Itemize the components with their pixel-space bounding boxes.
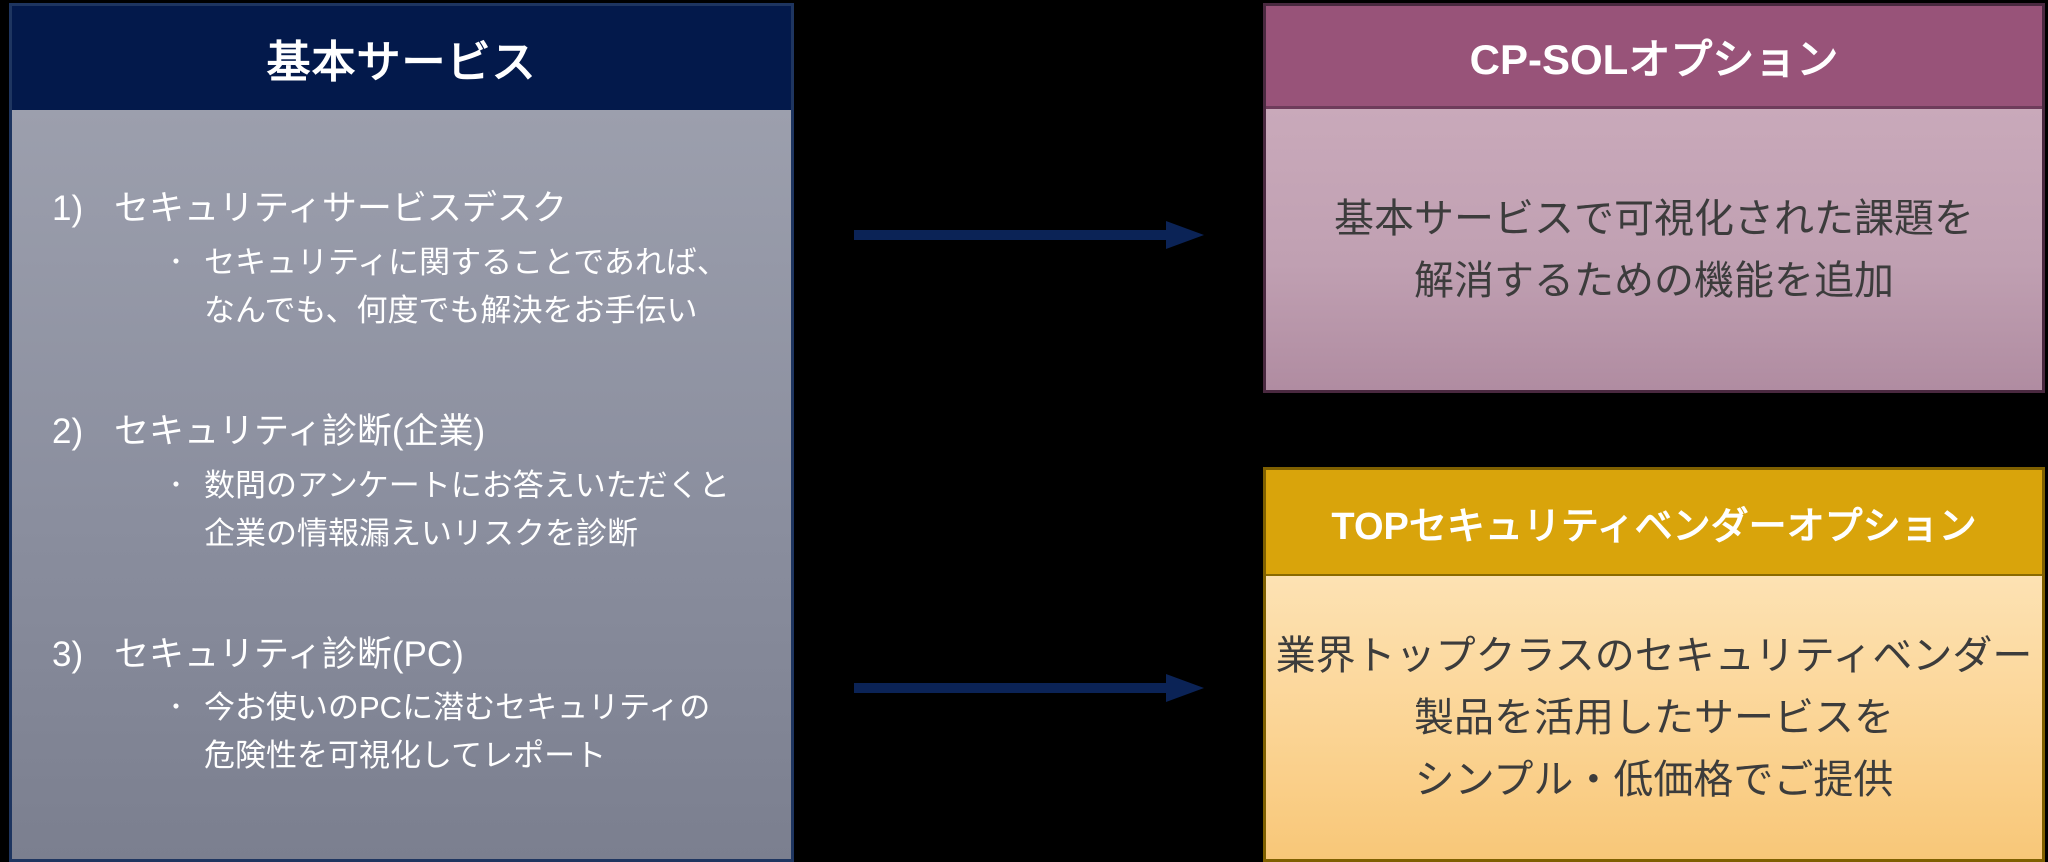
service-item-number: 3) xyxy=(52,634,84,674)
service-item-3: 3) セキュリティ診断(PC) ・ 今お使いのPCに潜むセキュリティの 危険性を可… xyxy=(52,630,767,781)
service-item-bullet-text: セキュリティに関することであれば、 なんでも、何度でも解決をお手伝い xyxy=(204,244,728,328)
service-item-2: 2) セキュリティ診断(企業) ・ 数問のアンケートにお答えいただくと 企業の情報… xyxy=(52,407,767,558)
service-item-bullet: ・ セキュリティに関することであれば、 なんでも、何度でも解決をお手伝い xyxy=(164,239,767,335)
bullet-marker: ・ xyxy=(164,248,188,276)
cp-sol-option-box: CP-SOLオプション 基本サービスで可視化された課題を 解消するための機能を追… xyxy=(1263,3,2045,393)
service-item-number: 2) xyxy=(52,411,84,451)
service-item-bullet: ・ 数問のアンケートにお答えいただくと 企業の情報漏えいリスクを診断 xyxy=(164,462,767,558)
service-item-title: 3) セキュリティ診断(PC) xyxy=(52,630,767,681)
service-item-title: 2) セキュリティ診断(企業) xyxy=(52,407,767,458)
basic-services-header: 基本サービス xyxy=(12,6,791,110)
top-vendor-option-box: TOPセキュリティベンダーオプション 業界トップクラスのセキュリティベンダー 製… xyxy=(1263,467,2045,862)
arrow-head xyxy=(1166,674,1204,702)
basic-services-title: 基本サービス xyxy=(266,38,537,87)
top-vendor-option-header: TOPセキュリティベンダーオプション xyxy=(1266,470,2042,576)
basic-services-body: 1) セキュリティサービスデスク ・ セキュリティに関することであれば、 なんでも… xyxy=(12,110,791,859)
arrow-right-icon xyxy=(854,674,1204,702)
cp-sol-option-title: CP-SOLオプション xyxy=(1469,35,1839,83)
arrow-right-icon xyxy=(854,221,1204,249)
cp-sol-option-body: 基本サービスで可視化された課題を 解消するための機能を追加 xyxy=(1266,109,2042,390)
arrow-head xyxy=(1166,221,1204,249)
bullet-marker: ・ xyxy=(164,694,188,722)
service-item-name: セキュリティ診断(PC) xyxy=(114,634,464,674)
cp-sol-option-header: CP-SOLオプション xyxy=(1266,6,2042,109)
service-item-name: セキュリティサービスデスク xyxy=(114,189,567,228)
service-item-title: 1) セキュリティサービスデスク xyxy=(52,184,767,235)
service-item-bullet-text: 数問のアンケートにお答えいただくと 企業の情報漏えいリスクを診断 xyxy=(204,467,730,551)
service-item-number: 1) xyxy=(52,189,84,228)
top-vendor-option-title: TOPセキュリティベンダーオプション xyxy=(1331,505,1977,548)
service-item-bullet: ・ 今お使いのPCに潜むセキュリティの 危険性を可視化してレポート xyxy=(164,684,767,780)
basic-services-box: 基本サービス 1) セキュリティサービスデスク ・ セキュリティに関することであれ… xyxy=(9,3,794,862)
service-item-bullet-text: 今お使いのPCに潜むセキュリティの 危険性を可視化してレポート xyxy=(204,690,711,774)
service-item-1: 1) セキュリティサービスデスク ・ セキュリティに関することであれば、 なんでも… xyxy=(52,184,767,335)
top-vendor-option-body: 業界トップクラスのセキュリティベンダー 製品を活用したサービスを シンプル・低価… xyxy=(1266,576,2042,859)
service-item-name: セキュリティ診断(企業) xyxy=(114,411,486,451)
bullet-marker: ・ xyxy=(164,471,188,499)
